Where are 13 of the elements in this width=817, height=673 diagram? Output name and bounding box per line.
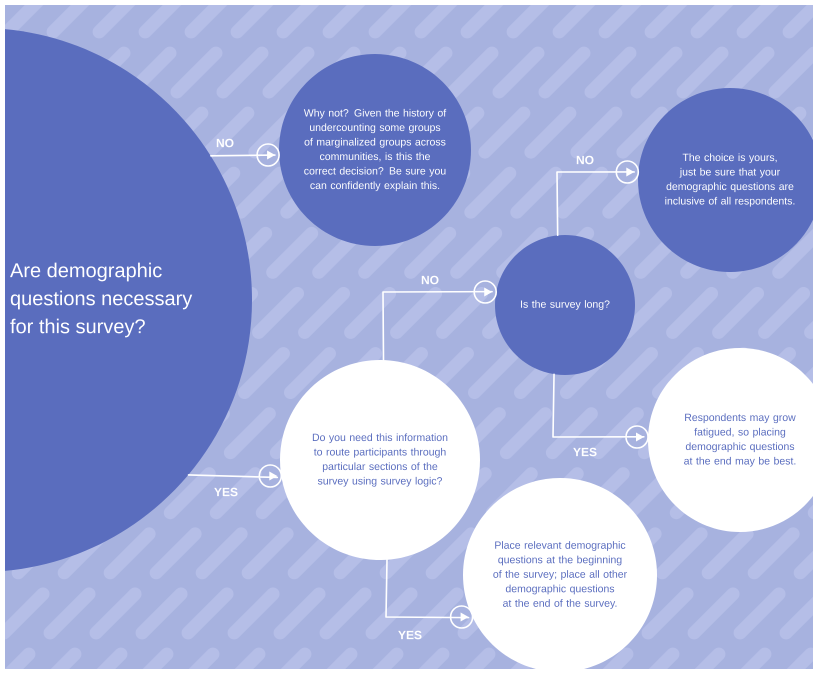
arrow	[188, 464, 282, 488]
arrow	[385, 559, 474, 629]
edge-label: YES	[214, 488, 238, 496]
arrow	[556, 160, 640, 236]
node-label: Respondents may grow fatigued, so placing demographic questions at the end may be best.	[684, 413, 796, 467]
arrow	[210, 143, 280, 167]
edge-label: NO	[576, 156, 594, 164]
edge-label: NO	[422, 276, 438, 284]
edge-label: NO	[216, 138, 234, 148]
arrow	[552, 374, 649, 449]
edge-label: YES	[398, 630, 422, 640]
edge-label: YES	[573, 448, 597, 456]
arrow	[382, 280, 497, 361]
